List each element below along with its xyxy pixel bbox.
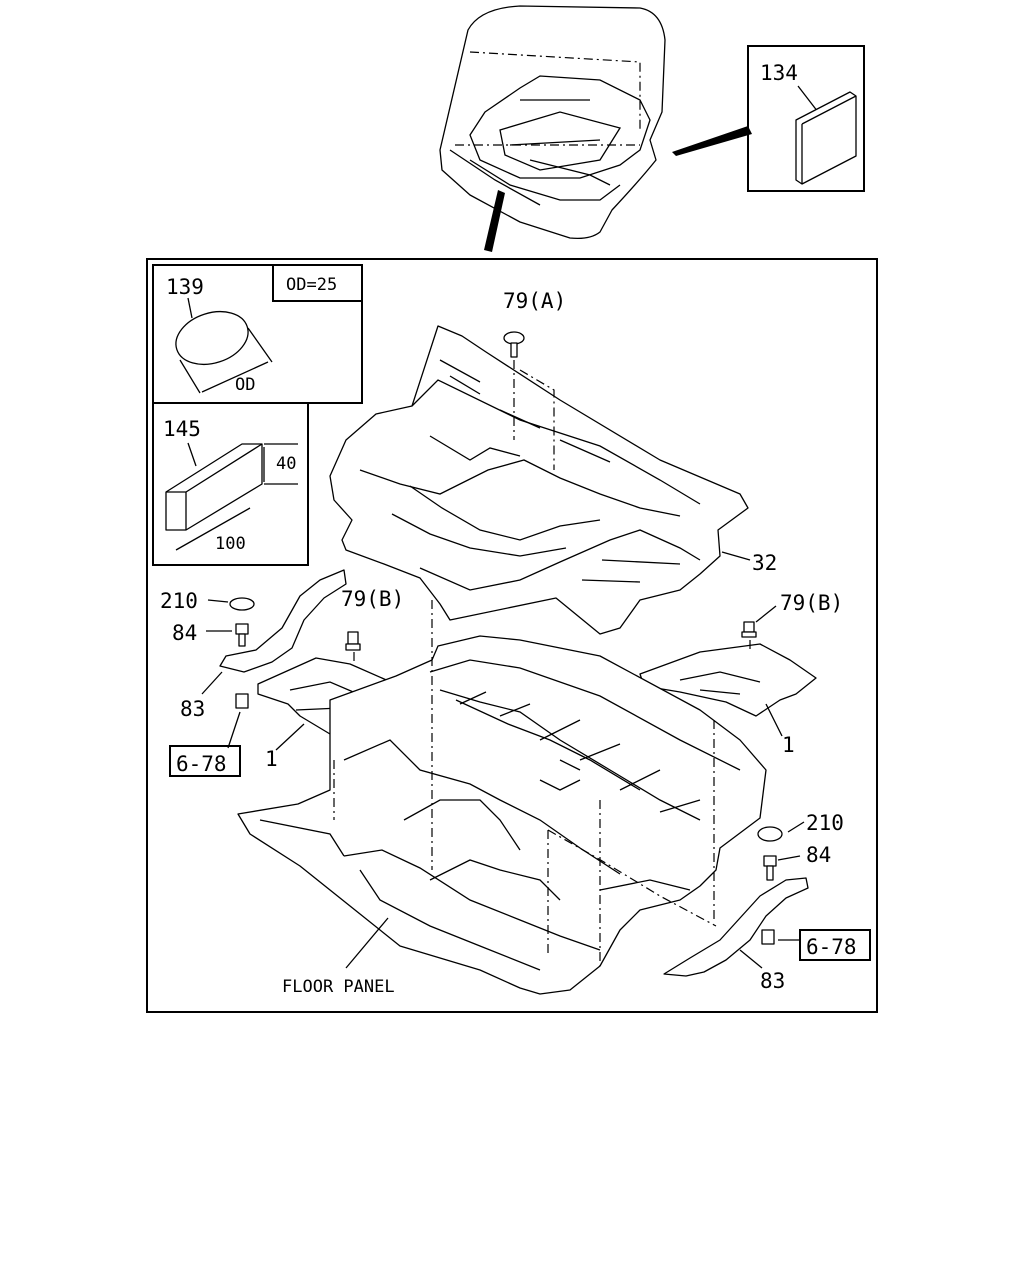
callout-83-right: 83 [760, 969, 785, 993]
ref-6-78-right: 6-78 [799, 929, 871, 961]
fastener-right-lower [761, 929, 775, 945]
callout-83-left: 83 [180, 697, 205, 721]
part-32-insulator [329, 325, 749, 635]
callout-210-right: 210 [806, 811, 844, 835]
part-84-right-screw [763, 855, 777, 881]
ref-6-78-right-label: 6-78 [806, 935, 857, 959]
callout-79b-left: 79(B) [341, 587, 404, 611]
part-145-inset: 145 40 100 [152, 402, 309, 566]
callout-79b-right: 79(B) [780, 591, 843, 615]
pointer-wedge-to-inset [672, 126, 752, 156]
fastener-left-lower [235, 693, 249, 709]
callout-134: 134 [760, 61, 798, 85]
pointer-wedge-to-main [484, 190, 505, 252]
floor-panel-label: FLOOR PANEL [282, 977, 395, 997]
dim-100-label: 100 [215, 534, 246, 554]
clip-79a: 79(A) [503, 289, 566, 358]
floor-panel [237, 635, 767, 995]
part-139-inset: OD=25 139 OD [152, 264, 363, 404]
callout-32: 32 [752, 551, 777, 575]
part-83-right-bracket [663, 877, 809, 977]
main-diagram-frame [146, 258, 878, 1013]
part-134-inset: 134 [747, 45, 865, 192]
callout-79a: 79(A) [503, 289, 566, 313]
callout-84-right: 84 [806, 843, 831, 867]
part-84-left-screw [235, 623, 249, 647]
part-210-right-plug [757, 826, 783, 842]
part-210-left-plug [229, 597, 255, 611]
callout-210-left: 210 [160, 589, 198, 613]
callout-139: 139 [166, 275, 204, 299]
od-label: OD [235, 375, 255, 395]
callout-145: 145 [163, 417, 201, 441]
callout-1-right: 1 [782, 733, 795, 757]
part-83-left-bracket [219, 569, 347, 673]
callout-84-left: 84 [172, 621, 197, 645]
od-value-label: OD=25 [286, 275, 337, 295]
dim-40-label: 40 [276, 454, 296, 474]
clip-79b-left [345, 631, 361, 651]
cab-overview-illustration [439, 5, 666, 240]
ref-6-78-left-label: 6-78 [176, 752, 227, 776]
clip-79b-right [741, 621, 757, 638]
ref-6-78-left: 6-78 [169, 745, 241, 777]
callout-1-left: 1 [265, 747, 278, 771]
